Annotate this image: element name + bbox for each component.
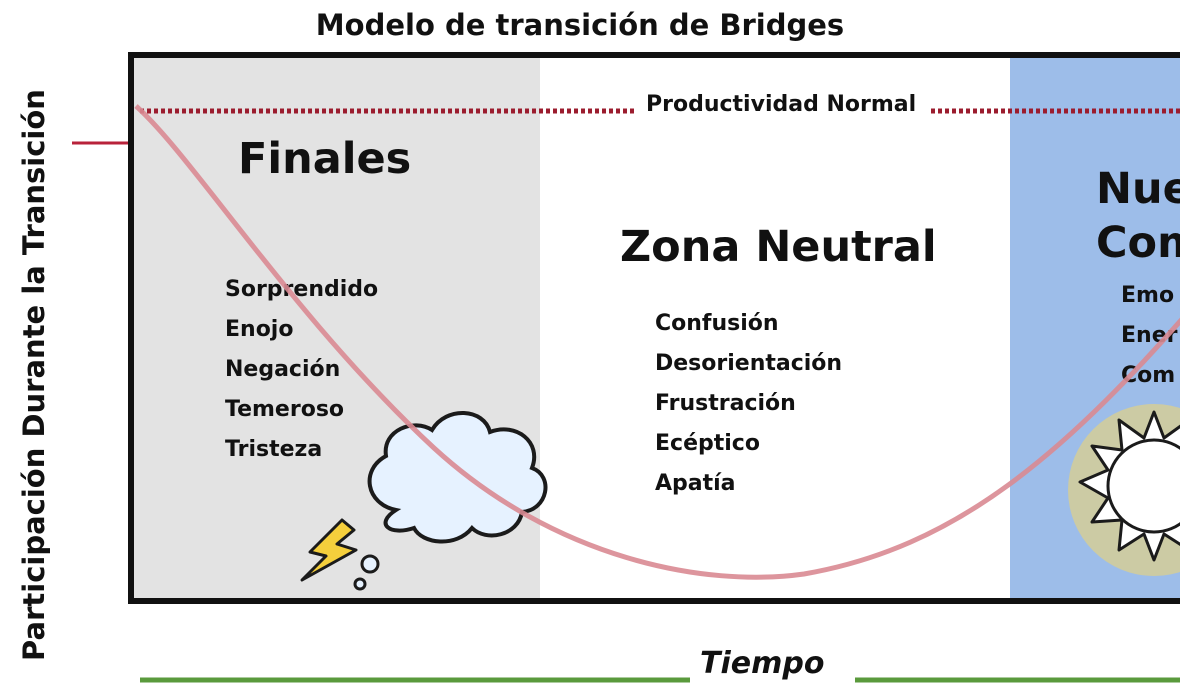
emotion-item: Frustración: [655, 391, 796, 416]
new-beginnings-heading: Nue Com: [1096, 162, 1180, 270]
neutral-emotions-list: Confusión Desorientación Frustración Ecé…: [655, 304, 842, 504]
neutral-zone-heading: Zona Neutral: [620, 222, 937, 272]
emotion-item: Desorientación: [655, 351, 843, 376]
emotion-item: Enojo: [225, 317, 294, 342]
emotion-item: Emo: [1121, 283, 1175, 308]
emotion-item: Tristeza: [225, 437, 323, 462]
productivity-baseline: [140, 108, 1180, 114]
storm-cloud-icon: [300, 411, 548, 591]
emotion-item: Ecéptico: [655, 431, 760, 456]
endings-emotions-list: Sorprendido Enojo Negación Temeroso Tris…: [225, 270, 378, 470]
emotion-item: Apatía: [655, 471, 736, 496]
sun-icon: [1068, 404, 1180, 576]
emotion-item: Negación: [225, 357, 341, 382]
productivity-label: Productividad Normal: [634, 92, 929, 117]
new-beginnings-heading-line: Com: [1096, 218, 1180, 268]
emotion-item: Confusión: [655, 311, 779, 336]
new-beginnings-heading-line: Nue: [1096, 164, 1180, 214]
endings-heading: Finales: [238, 134, 412, 184]
diagram-title: Modelo de transición de Bridges: [315, 8, 845, 42]
emotion-item: Sorprendido: [225, 277, 379, 302]
emotion-item: Temeroso: [225, 397, 345, 422]
transition-curve: [134, 104, 1180, 580]
transition-frame: Productividad Normal Finales Zona Neutra…: [128, 52, 1180, 604]
x-axis-label: Tiempo: [700, 646, 825, 681]
